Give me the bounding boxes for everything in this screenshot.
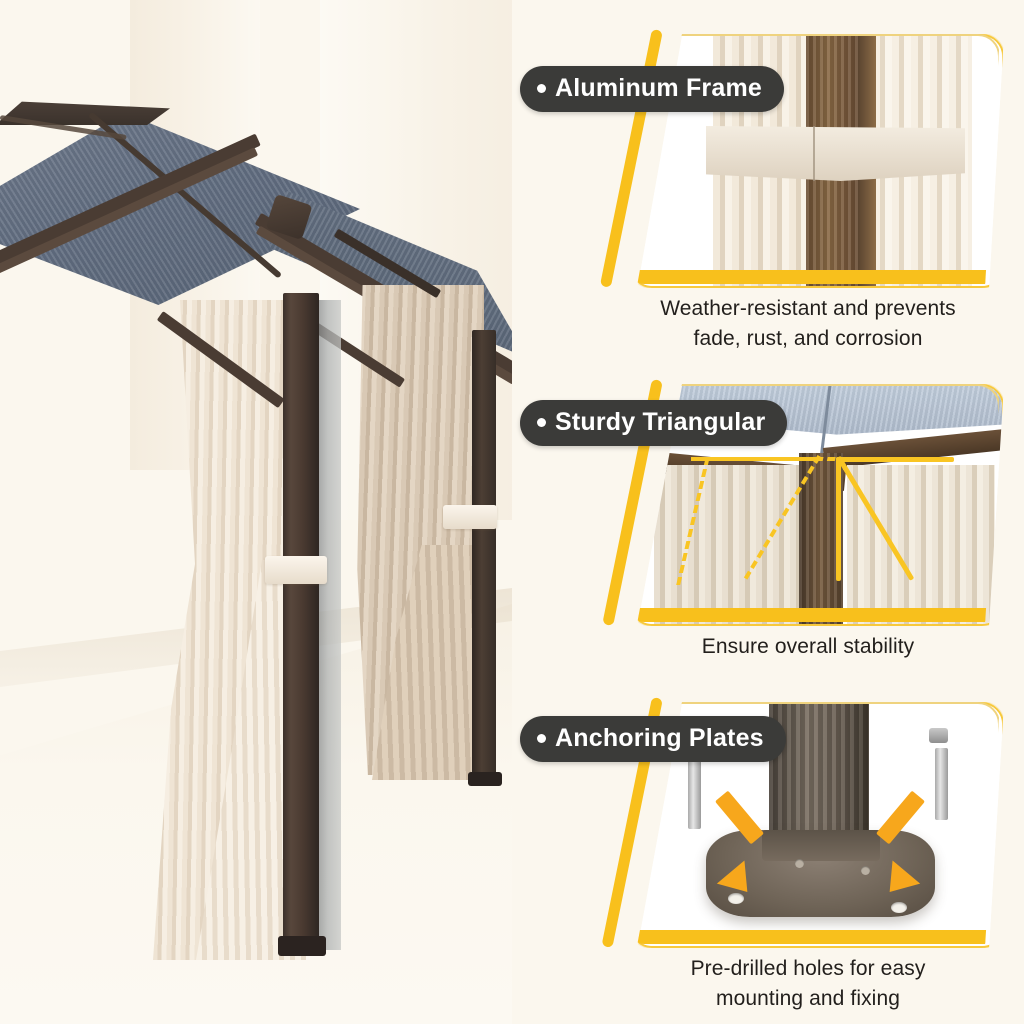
expansion-bolt-right xyxy=(935,747,949,820)
feature-image-3 xyxy=(637,704,1002,946)
triangular-bracket-highlight-vertical xyxy=(835,457,841,582)
gazebo-post-main-side-face xyxy=(319,300,341,950)
gazebo-post-main-foot xyxy=(278,936,326,956)
badge-aluminum-frame: Aluminum Frame xyxy=(520,66,784,112)
plate-screw-right xyxy=(861,866,871,876)
feature-image-frame-2 xyxy=(637,384,1004,626)
badge-label: Anchoring Plates xyxy=(555,724,764,752)
plate-screw-left xyxy=(794,858,804,868)
caption-anchoring-plates: Pre-drilled holes for easy mounting and … xyxy=(598,954,1018,1014)
triangular-bracket-dashed-top xyxy=(691,457,817,462)
gazebo-post-main xyxy=(283,293,319,955)
curtain-tieback-right xyxy=(443,505,497,529)
feature-image-2 xyxy=(637,386,1002,624)
pre-drilled-hole-left xyxy=(728,892,745,904)
gazebo-post-right-foot xyxy=(468,772,502,786)
feature-panel-anchoring-plates: Anchoring Plates Pre-drilled holes for e… xyxy=(512,690,1024,1024)
badge-bullet-icon xyxy=(537,418,546,427)
feature-panel-sturdy-triangular: Sturdy Triangular Ensure overall stabili… xyxy=(512,372,1024,682)
curtain-tie-band-seam xyxy=(813,126,816,181)
caption-line-1: Ensure overall stability xyxy=(701,635,915,658)
badge-anchoring-plates: Anchoring Plates xyxy=(520,716,786,762)
badge-label: Sturdy Triangular xyxy=(555,408,766,436)
feature-panel-aluminum-frame: Aluminum Frame Weather-resistant and pre… xyxy=(512,22,1024,372)
corner-post-closeup xyxy=(798,452,843,624)
gazebo-post-right xyxy=(472,330,496,785)
caption-sturdy-triangular: Ensure overall stability xyxy=(598,632,1018,662)
feature-panel-column: Aluminum Frame Weather-resistant and pre… xyxy=(512,0,1024,1024)
caption-line-2: fade, rust, and corrosion xyxy=(693,327,923,350)
caption-line-1: Pre-drilled holes for easy xyxy=(690,957,926,980)
expansion-bolt-left xyxy=(687,757,701,830)
caption-aluminum-frame: Weather-resistant and prevents fade, rus… xyxy=(598,294,1018,354)
feature-image-frame-3 xyxy=(637,702,1004,948)
triangular-bracket-highlight-top xyxy=(835,457,954,463)
hero-product-photo xyxy=(0,0,512,1024)
gazebo-roof xyxy=(0,95,512,385)
curtain-closeup-right xyxy=(846,464,995,624)
badge-bullet-icon xyxy=(537,734,546,743)
anchoring-plate-collar xyxy=(761,829,880,862)
expansion-bolt-right-head xyxy=(928,728,948,744)
caption-line-1: Weather-resistant and prevents xyxy=(660,297,956,320)
roof-vent-cap xyxy=(0,101,170,125)
curtain-tieback-left xyxy=(265,556,327,584)
curtain-tie-band xyxy=(706,126,965,181)
badge-bullet-icon xyxy=(537,84,546,93)
pre-drilled-hole-right xyxy=(891,902,907,914)
caption-line-2: mounting and fixing xyxy=(715,987,901,1010)
badge-label: Aluminum Frame xyxy=(555,74,762,102)
badge-sturdy-triangular: Sturdy Triangular xyxy=(520,400,788,446)
curtain-closeup-left xyxy=(654,464,803,624)
